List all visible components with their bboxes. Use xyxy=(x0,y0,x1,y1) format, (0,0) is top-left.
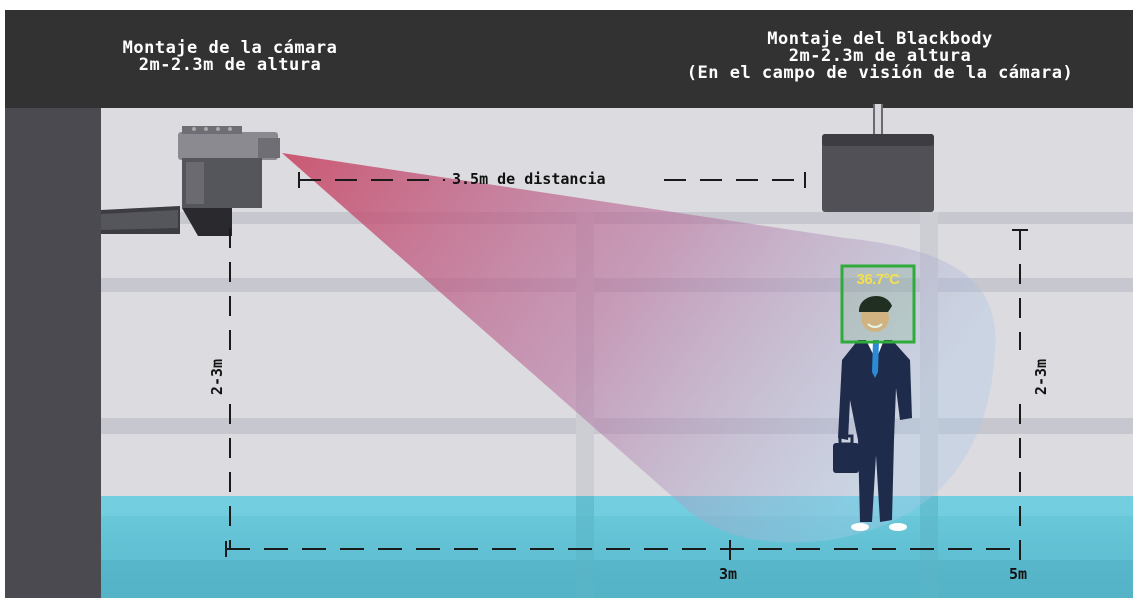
distance-label: 3.5m de distancia xyxy=(452,170,606,188)
blackbody-mount-header: Montaje del Blackbody 2m-2.3m de altura … xyxy=(625,31,1133,82)
camera-mount-header: Montaje de la cámara 2m-2.3m de altura xyxy=(60,40,400,74)
fov-beam xyxy=(282,153,996,543)
blackbody-mount-note: (En el campo de visión de la cámara) xyxy=(686,63,1074,83)
axis-mark-5m: 5m xyxy=(1009,565,1028,583)
dimension-lines xyxy=(225,172,1028,560)
axis-mark-3m: 3m xyxy=(719,565,738,583)
briefcase-icon xyxy=(833,443,859,473)
blackbody-mount-title: Montaje del Blackbody xyxy=(767,29,993,49)
left-wall-pillar xyxy=(5,108,101,598)
camera-mount-title: Montaje de la cámara xyxy=(122,38,338,58)
blackbody-mount-height: 2m-2.3m de altura xyxy=(788,46,972,66)
blackbody-device-icon xyxy=(822,104,934,212)
height-right-label: 2-3m xyxy=(1032,358,1050,396)
face-detection-box xyxy=(840,264,916,344)
temperature-reading: 36.7°C xyxy=(856,271,900,288)
thermal-camera-icon xyxy=(178,126,280,208)
person-icon xyxy=(833,295,912,531)
camera-mount-height: 2m-2.3m de altura xyxy=(138,55,322,75)
header-bar xyxy=(5,10,1133,108)
height-left-label: 2-3m xyxy=(208,358,226,396)
